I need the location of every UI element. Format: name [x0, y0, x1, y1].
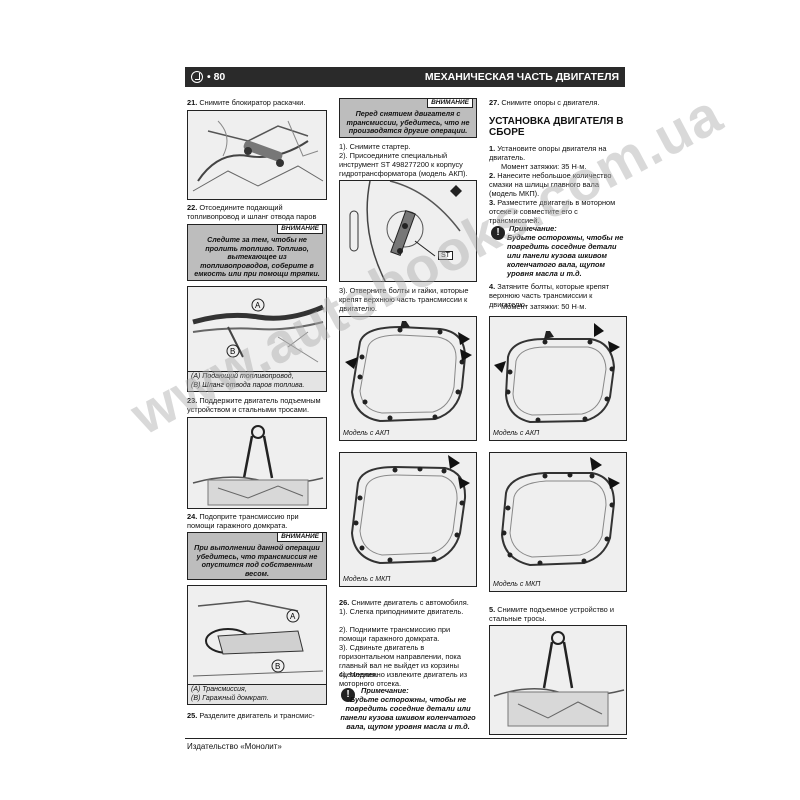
figure-label-akp: Модель с АКП — [343, 430, 390, 437]
sub-step-1: 1). Снимите стартер. — [339, 142, 411, 151]
warning-box-before-removal: ВНИМАНИЕ Перед снятием двигателя с транс… — [339, 98, 477, 138]
step-26-sub-3: 3). Сдвиньте двигатель в горизонтальном … — [339, 643, 461, 679]
exclamation-icon: ! — [491, 226, 505, 240]
figure-engine-hoist — [187, 417, 327, 509]
page-number: • 80 — [207, 71, 226, 83]
warning-text: Следите за тем, чтобы не пролить топливо… — [194, 235, 320, 279]
page-number-group: • 80 — [191, 71, 225, 83]
warning-tag: ВНИМАНИЕ — [427, 98, 473, 108]
figure-special-tool: ST — [339, 180, 477, 282]
warning-tag: ВНИМАНИЕ — [277, 532, 323, 542]
warning-box-fuel: ВНИМАНИЕ Следите за тем, чтобы не пролит… — [187, 224, 327, 281]
figure-caption-fuel: (A) Подающий топливопровод, (B) Шланг от… — [187, 372, 327, 392]
special-tool-label: ST — [438, 251, 453, 260]
svg-text:B: B — [275, 662, 280, 671]
step-21-text: Снимите блокиратор раскачки. — [199, 98, 306, 107]
svg-text:A: A — [255, 301, 261, 310]
caption-line-a: (A) Подающий топливопровод, — [191, 373, 294, 380]
install-step-3-text: Разместите двигатель в моторном отсеке и… — [489, 198, 616, 225]
publisher-logo-icon — [191, 71, 203, 83]
figure-caption-jack: (A) Трансмиссия, (B) Гаражный домкрат. — [187, 685, 327, 705]
warning-text: При выполнении данной операции убедитесь… — [194, 543, 320, 578]
note-text: Будьте осторожны, чтобы не повредить сос… — [507, 233, 624, 278]
note-box-col2: Примечание: ! Будьте осторожны, чтобы не… — [339, 686, 477, 732]
install-step-4-text: Затяните болты, которые крепят верхнюю ч… — [489, 282, 610, 309]
install-step-1: 1. Установите опоры двигателя на двигате… — [489, 144, 607, 162]
section-heading: УСТАНОВКА ДВИГАТЕЛЯ В СБОРЕ — [489, 116, 624, 138]
publisher-footer: Издательство «Монолит» — [187, 742, 282, 751]
step-24: 24. Подоприте трансмиссию при помощи гар… — [187, 512, 299, 530]
step-21: 21. Снимите блокиратор раскачки. — [187, 98, 306, 107]
chapter-title: МЕХАНИЧЕСКАЯ ЧАСТЬ ДВИГАТЕЛЯ — [424, 71, 619, 83]
install-step-1-text: Установите опоры двигателя на двигатель. — [489, 144, 607, 162]
step-26-sub-1: 1). Слегка приподнимите двигатель. — [339, 607, 464, 616]
figure-install-mkp: Модель с МКП — [489, 452, 627, 592]
step-27-text: Снимите опоры с двигателя. — [501, 98, 600, 107]
step-26: 26. Снимите двигатель с автомобиля. — [339, 598, 469, 607]
step-26-sub-4: 4). Медленно извлеките двигатель из мото… — [339, 670, 468, 688]
step-26-text: Снимите двигатель с автомобиля. — [351, 598, 469, 607]
caption-line-a: (A) Трансмиссия, — [191, 686, 247, 693]
step-23-text: Поддержите двигатель подъемным устройств… — [187, 396, 321, 414]
note-box-col3: ! Примечание: Будьте осторожны, чтобы не… — [489, 222, 627, 278]
step-24-text: Подоприте трансмиссию при помощи гаражно… — [187, 512, 299, 530]
warning-box-transmission: ВНИМАНИЕ При выполнении данной операции … — [187, 532, 327, 580]
figure-label-akp: Модель с АКП — [493, 430, 540, 437]
figure-remove-hoist — [489, 625, 627, 735]
exclamation-icon: ! — [341, 688, 355, 702]
sub-step-2: 2). Присоедините специальный инструмент … — [339, 151, 468, 178]
svg-text:A: A — [290, 612, 296, 621]
step-25-text: Разделите двигатель и трансмис- — [199, 711, 315, 720]
figure-anti-roll-lock — [187, 110, 327, 200]
figure-bolts-akp: Модель с АКП — [339, 316, 477, 441]
step-27: 27. Снимите опоры с двигателя. — [489, 98, 600, 107]
figure-garage-jack: A B — [187, 585, 327, 685]
page-header: • 80 МЕХАНИЧЕСКАЯ ЧАСТЬ ДВИГАТЕЛЯ — [185, 67, 625, 87]
figure-label-mkp: Модель с МКП — [493, 581, 541, 588]
install-step-2: 2. Нанесите небольшое количество смазки … — [489, 171, 612, 198]
figure-bolts-mkp: Модель с МКП — [339, 452, 477, 587]
install-step-2-text: Нанесите небольшое количество смазки на … — [489, 171, 612, 198]
install-torque-4: Момент затяжки: 50 Н·м. — [501, 302, 587, 311]
caption-line-b: (B) Шланг отвода паров топлива. — [191, 381, 305, 389]
footer-rule — [185, 738, 627, 739]
step-25: 25. Разделите двигатель и трансмис- — [187, 711, 315, 720]
install-step-4: 4. Затяните болты, которые крепят верхню… — [489, 282, 610, 309]
note-text: Будьте осторожны, чтобы не повредить сос… — [340, 695, 476, 731]
note-title: Примечание: — [509, 224, 557, 233]
figure-label-mkp: Модель с МКП — [343, 576, 391, 583]
svg-text:B: B — [230, 347, 235, 356]
warning-tag: ВНИМАНИЕ — [277, 224, 323, 234]
caption-line-b: (B) Гаражный домкрат. — [191, 694, 269, 702]
step-26-sub-2: 2). Поднимите трансмиссию при помощи гар… — [339, 625, 451, 643]
figure-install-akp: Модель с АКП — [489, 316, 627, 441]
figure-fuel-lines: A B — [187, 286, 327, 372]
sub-step-3: 3). Отверните болты и гайки, которые кре… — [339, 286, 469, 313]
step-23: 23. Поддержите двигатель подъемным устро… — [187, 396, 321, 414]
install-step-3: 3. Разместите двигатель в моторном отсек… — [489, 198, 616, 225]
note-title: Примечание: — [361, 686, 409, 695]
warning-text: Перед снятием двигателя с трансмиссии, у… — [346, 109, 470, 136]
install-torque-1: Момент затяжки: 35 Н·м. — [501, 162, 587, 171]
install-step-5: 5. Снимите подъемное устройство и стальн… — [489, 605, 614, 623]
install-step-5-text: Снимите подъемное устройство и стальные … — [489, 605, 614, 623]
